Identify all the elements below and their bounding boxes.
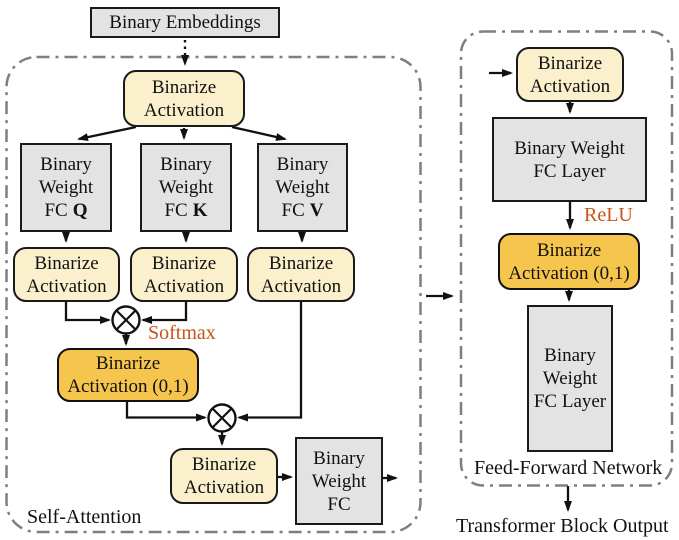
arrow-binarize-to-q [77,125,137,142]
binarize-activation-q-box: Binarize Activation [13,247,120,302]
relu-label: ReLU [584,204,633,226]
connector-k-to-multiply [141,302,188,324]
box-label: Binary [160,154,212,175]
softmax-label: Softmax [148,322,216,344]
box-label: Binarize [151,252,217,274]
box-label: Weight [275,177,330,198]
binary-weight-fc-output-box: Binary Weight FC [295,437,383,525]
box-label: Activation [529,75,611,97]
binarize-activation-01-box: Binarize Activation (0,1) [57,348,199,402]
box-label: Activation [183,477,265,498]
box-label: Activation [26,275,107,297]
binarize-activation-k-box: Binarize Activation [130,247,238,302]
box-label: Weight [38,177,94,198]
box-label: Binary Weight [514,137,625,159]
binary-embeddings-label: Binary Embeddings [109,12,261,33]
multiply-icon [111,305,141,335]
ffn-binarize-activation-01-box: Binarize Activation (0,1) [498,233,640,290]
box-label: Binary [544,345,596,366]
connector-v-to-multiply2 [237,302,303,422]
ffn-binary-weight-fc-layer1-box: Binary Weight FC Layer [492,117,647,202]
box-label: Binarize [537,52,603,74]
box-label: Binarize [268,252,334,274]
box-label: Binary [276,154,329,175]
box-label: FC [327,493,351,515]
arrow-binarize-to-v [231,125,287,141]
box-label: Activation [143,275,225,297]
self-attention-border [5,55,422,534]
ffn-binarize-activation-box: Binarize Activation [516,47,624,102]
box-label: Binarize [151,76,217,98]
box-label: Binary [40,154,92,175]
box-label: FC Layer [533,160,606,182]
box-label: Binarize [34,252,99,274]
box-label: Weight [311,470,367,492]
box-label: Activation [260,275,342,297]
connector-q-to-multiply [64,302,111,324]
transformer-block-output-label: Transformer Block Output [456,515,669,537]
box-label: Weight [158,177,214,198]
binarize-activation-v-box: Binarize Activation [247,247,355,302]
multiply-icon [207,403,237,433]
binarize-activation-input-box: Binarize Activation [123,70,245,127]
ffn-border [459,30,674,487]
box-label: Binarize [536,239,602,261]
connector-binarize01-to-multiply2 [125,402,207,422]
box-label: Binarize [95,353,161,374]
binary-embeddings-box: Binary Embeddings [90,7,280,38]
box-label: FC Layer [533,391,607,412]
box-label: Weight [542,368,598,389]
box-label: Activation (0,1) [67,376,189,397]
box-label: Binary [313,447,365,469]
box-label: Binarize [191,454,257,475]
ffn-title: Feed-Forward Network [474,457,663,479]
box-label: Activation (0,1) [508,262,630,284]
ffn-binary-weight-fc-layer2-box: Binary Weight FC Layer [527,305,613,452]
self-attention-title: Self-Attention [27,506,142,528]
binarize-activation-output-box: Binarize Activation [170,448,278,504]
box-label: Activation [143,99,225,121]
